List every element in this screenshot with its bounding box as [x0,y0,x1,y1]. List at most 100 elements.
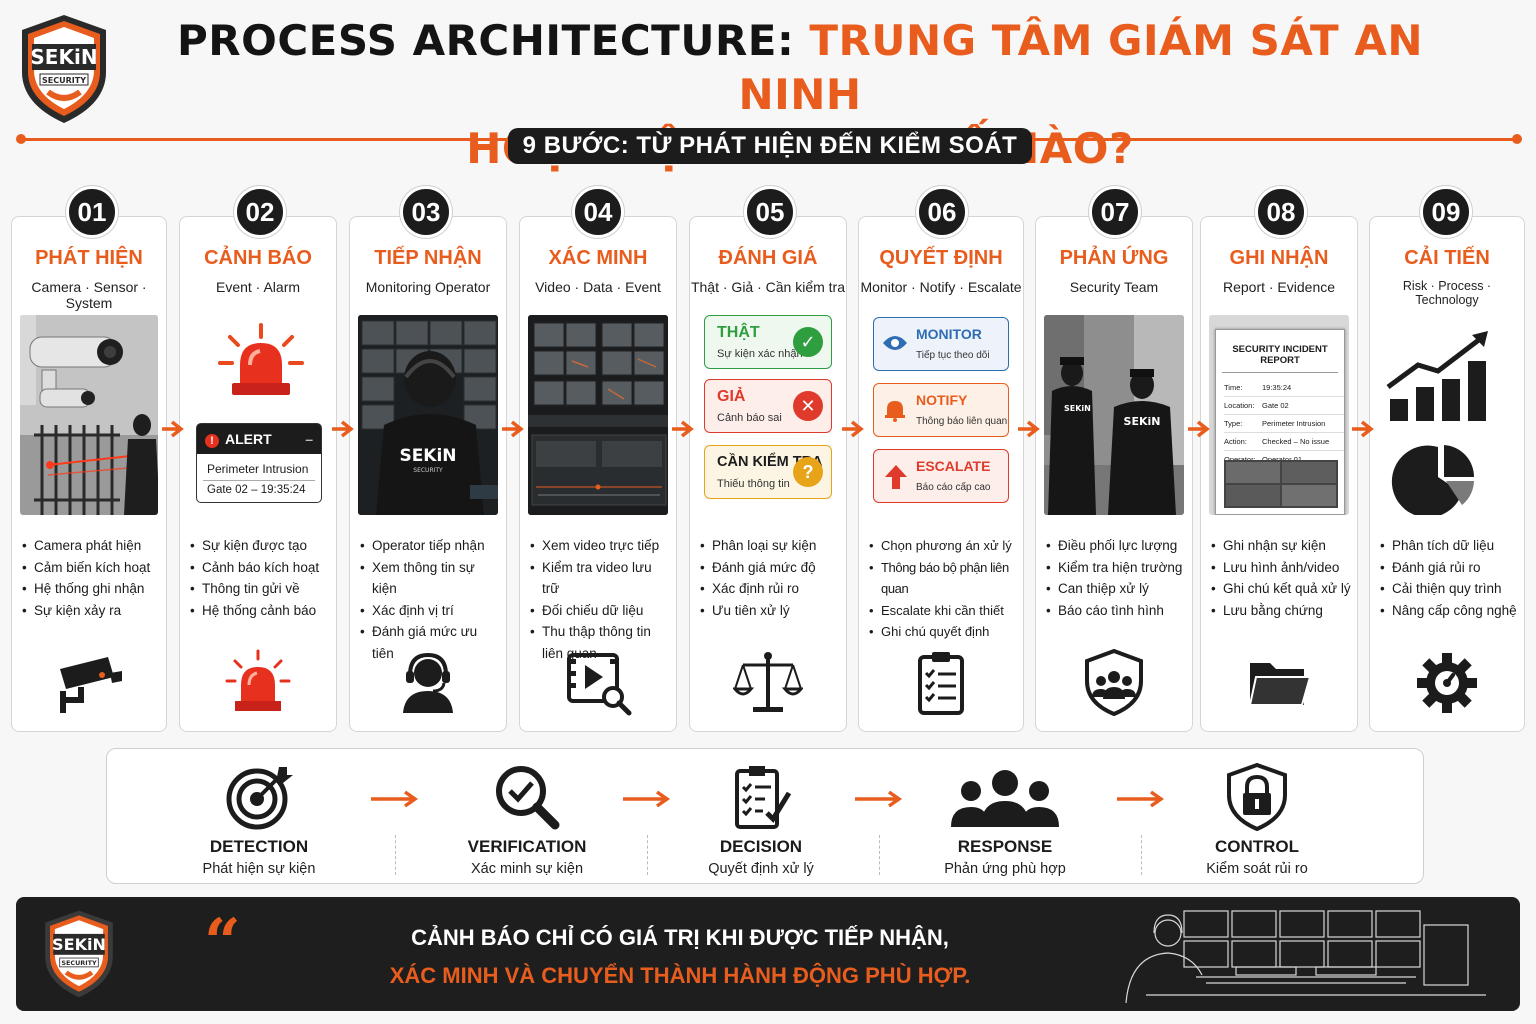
bullet-item: Can thiệp xử lý [1046,578,1186,600]
report-value: Operator 01 [1262,455,1303,464]
step-arrow [332,420,354,438]
flow-label: VERIFICATION [467,837,587,856]
step-arrow [1018,420,1040,438]
report-value: Perimeter Intrusion [1262,419,1326,428]
step-number-07: 07 [1089,186,1141,238]
alert-exclamation-icon: ! [205,434,219,448]
bullet-item: Đánh giá mức ưu tiên [360,621,500,664]
guard-shirt-text-left: SEKiN [1064,404,1091,413]
folder-icon [1248,663,1312,706]
status-desc: Cảnh báo sai [717,412,782,424]
option-notify: NOTIFY Thông báo liên quan [873,383,1009,437]
step-arrow [1188,420,1210,438]
step-bullets: Phân loại sự kiện Đánh giá mức độ Xác đị… [700,535,840,621]
title-rule-right [1030,138,1520,141]
shirt-brand-text: SEKiN [399,446,456,466]
checklist-icon [735,766,792,829]
flow-arrow [623,790,671,808]
status-desc: Sự kiện xác nhận [717,348,803,360]
bullet-item: Sự kiện xảy ra [22,600,160,622]
report-key: Location: [1224,401,1255,410]
step-number-05: 05 [744,186,796,238]
step-card-07: PHẢN ỨNG Security Team SEKiN SEKiN Điều … [1035,216,1193,732]
step-title: GHI NHẬN [1229,247,1329,269]
step-arrow [162,420,184,438]
option-desc: Tiếp tục theo dõi [916,350,990,361]
bullet-item: Sự kiện được tạo [190,535,330,557]
step-subtitle: Camera · Sensor · System [31,279,147,311]
guard-shirt-text-right: SEKiN [1124,415,1161,428]
status-label: GIẢ [717,388,746,405]
flow-arrow [371,790,419,808]
step-subtitle: Monitor · Notify · Escalate [860,279,1022,295]
flow-sub: Kiểm soát rủi ro [1206,861,1308,877]
bullet-item: Thông tin gửi về [190,578,330,600]
bullet-item: Lưu hình ảnh/video [1211,557,1351,579]
bullet-item: Xác định vị trí [360,600,500,622]
bell-icon [885,401,905,422]
target-icon [226,767,293,830]
flow-divider [879,835,880,875]
status-true: THẬT Sự kiện xác nhận ✓ [704,315,832,369]
step-card-03: TIẾP NHẬN Monitoring Operator SEKiN SECU… [349,216,507,732]
alert-popup: !ALERT – Perimeter Intrusion Gate 02 – 1… [196,423,322,503]
bullet-item: Cảnh báo kích hoạt [190,557,330,579]
bullet-item: Thu thập thông tin [530,621,670,643]
alert-detail: Gate 02 – 19:35:24 [203,480,315,496]
lock-shield-icon [1227,763,1287,831]
bullet-item: Xem video trực tiếp [530,535,670,557]
bullet-item: Camera phát hiện [22,535,160,557]
bullet-item: Ghi chú kết quả xử lý [1211,578,1351,600]
status-needs-check: CẦN KIỂM TRA Thiếu thông tin ? [704,445,832,499]
step-number-04: 04 [572,186,624,238]
option-label: MONITOR [916,326,982,342]
bullet-item: Kiểm tra hiện trường [1046,557,1186,579]
flow-divider [1141,835,1142,875]
step-subtitle: Report · Evidence [1222,279,1336,295]
bullet-item: Ghi chú quyết định [869,621,1017,643]
eye-icon [883,336,907,350]
flow-sub: Quyết định xử lý [708,861,814,877]
incident-report-image: SECURITY INCIDENT REPORT Time:19:35:24 L… [1209,315,1349,515]
step-bullets: Điều phối lực lượng Kiểm tra hiện trường… [1046,535,1186,621]
step-title: CẢI TIẾN [1404,247,1490,269]
report-key: Type: [1224,419,1243,428]
step-bullets: Xem video trực tiếp Kiểm tra video lưu t… [530,535,670,664]
flow-sub: Phản ứng phù hợp [944,861,1066,877]
title-highlight-1: TRUNG TÂM GIÁM SÁT AN NINH [738,16,1423,119]
sekin-security-logo: SEKiN SECURITY [22,15,106,123]
logo-brand-text: SEKiN [30,45,97,69]
option-escalate: ESCALATE Báo cáo cấp cao [873,449,1009,503]
security-team-image: SEKiN SEKiN [1044,315,1184,515]
step-arrow [842,420,864,438]
bullet-item: Xác định rủi ro [700,578,840,600]
video-search-icon [567,653,632,716]
report-document: SECURITY INCIDENT REPORT Time:19:35:24 L… [1215,329,1345,515]
flow-divider [647,835,648,875]
cctv-camera-icon [60,657,122,713]
step-card-08: GHI NHẬN Report · Evidence SECURITY INCI… [1200,216,1358,732]
analytics-image [1378,315,1516,515]
alert-event: Perimeter Intrusion [207,462,309,476]
balance-scale-icon [733,652,803,712]
bullet-item: Nâng cấp công nghệ [1380,600,1518,622]
step-number-03: 03 [400,186,452,238]
option-label: NOTIFY [916,392,968,408]
quote-mark: “ [204,905,241,980]
bullet-item: Phân loại sự kiện [700,535,840,557]
report-fields: Time:19:35:24 Location:Gate 02 Type:Peri… [1216,379,1344,468]
step-title: CẢNH BÁO [204,247,312,269]
step-title: PHẢN ỨNG [1059,247,1169,269]
bullet-item: Ghi nhận sự kiện [1211,535,1351,557]
step-card-04: XÁC MINH Video · Data · Event Xem video … [519,216,677,732]
alert-image: !ALERT – Perimeter Intrusion Gate 02 – 1… [188,315,328,515]
report-key: Action: [1224,437,1247,446]
cross-icon: ✕ [793,391,823,421]
report-snapshot-thumbnails [1224,460,1338,508]
question-icon: ? [793,457,823,487]
flow-label: DECISION [719,837,803,856]
title-rule-left [20,138,510,141]
camera-scene-image [20,315,158,515]
step-subtitle: Event · Alarm [215,279,301,295]
status-label: THẬT [717,324,760,341]
